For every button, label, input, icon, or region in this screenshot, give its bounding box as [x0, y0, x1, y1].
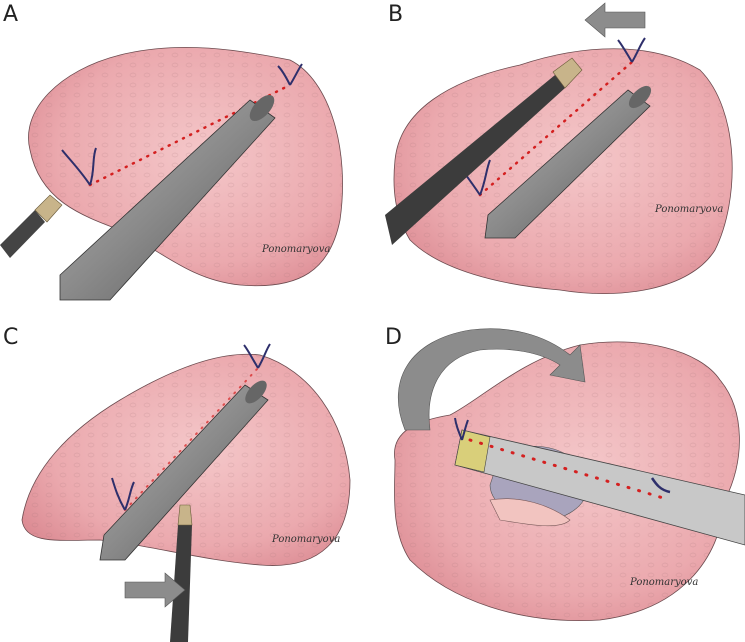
- suture-stitch: [650, 477, 671, 494]
- staple-line: [88, 83, 292, 187]
- suture-stitch: [111, 477, 135, 511]
- stapler-tip: [245, 380, 267, 404]
- grasper-tip: [552, 57, 583, 89]
- grasper-tip: [177, 504, 193, 526]
- stapler: [99, 384, 269, 561]
- direction-arrow-left: [584, 2, 646, 38]
- signature: Ponomaryova: [261, 244, 330, 255]
- stapler-tip: [249, 94, 275, 122]
- staple-line: [468, 438, 672, 502]
- suture-stitch: [243, 343, 271, 369]
- panel-label-c: C: [3, 325, 19, 350]
- panel-label-b: B: [388, 2, 404, 27]
- stapler: [484, 89, 651, 239]
- vessel: [489, 498, 571, 527]
- stapler-tip: [628, 85, 652, 109]
- grasper-tip: [34, 194, 63, 223]
- stapler: [59, 99, 276, 301]
- panel-c: Ponomaryova: [21, 343, 351, 642]
- panel-b: Ponomaryova: [385, 2, 733, 294]
- staple-line: [124, 367, 259, 511]
- suture-stitch: [617, 37, 646, 63]
- suture-stitch: [454, 417, 469, 441]
- suture-stitch: [277, 63, 303, 86]
- panel-d: Ponomaryova: [394, 328, 745, 622]
- panel-a: Ponomaryova: [0, 46, 343, 301]
- suture-stitch: [61, 147, 97, 186]
- stapler-tip: [454, 429, 491, 473]
- grasper: [170, 525, 192, 642]
- signature: Ponomaryova: [654, 204, 723, 215]
- rotation-arrow: [397, 328, 586, 431]
- panel-label-d: D: [385, 325, 402, 350]
- signature: Ponomaryova: [271, 534, 340, 545]
- grasper: [385, 75, 565, 245]
- grasper: [0, 210, 45, 258]
- direction-arrow-right: [124, 572, 186, 608]
- signature: Ponomaryova: [629, 577, 698, 588]
- panel-label-a: A: [3, 2, 19, 27]
- staple-line: [478, 60, 634, 197]
